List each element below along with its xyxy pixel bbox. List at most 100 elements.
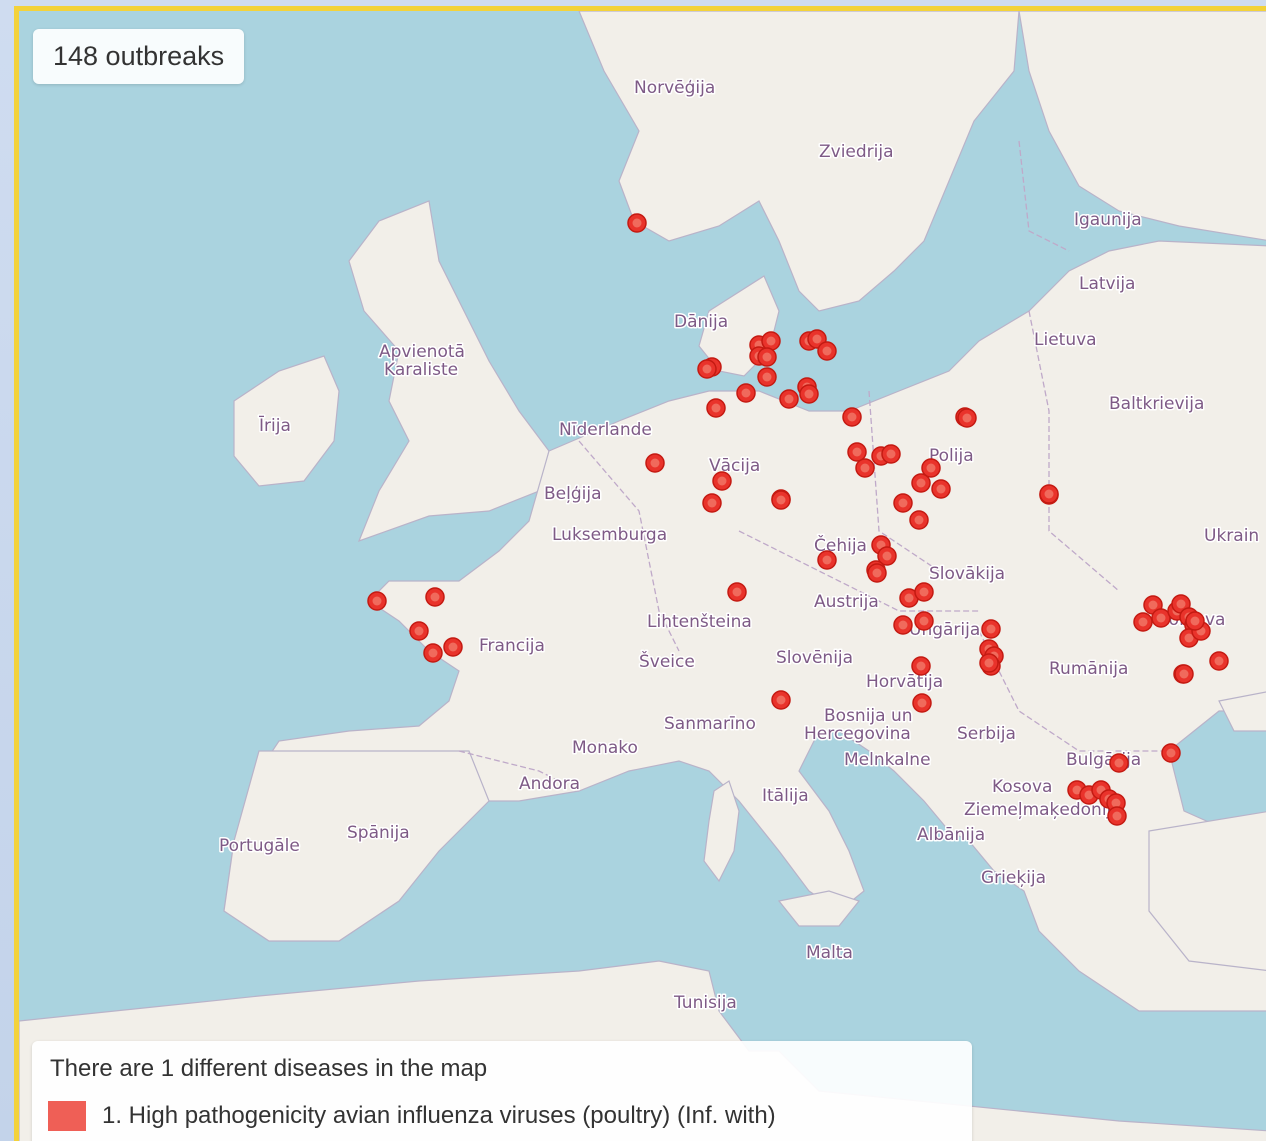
- outbreak-marker-core: [916, 478, 926, 488]
- outbreak-marker-core: [1214, 656, 1224, 666]
- outbreak-marker-core: [707, 498, 717, 508]
- label-italy: Itālija: [762, 786, 809, 806]
- outbreak-marker-core: [1044, 489, 1054, 499]
- outbreak-marker-core: [962, 413, 972, 423]
- outbreak-marker-core: [702, 364, 712, 374]
- outbreak-marker-core: [882, 551, 892, 561]
- outbreak-marker-core: [822, 555, 832, 565]
- outbreak-marker-core: [1148, 600, 1158, 610]
- outbreak-markers[interactable]: [367, 213, 1229, 826]
- label-liechtenstein: Lihtenšteina: [647, 612, 752, 632]
- outbreak-marker-core: [762, 372, 772, 382]
- label-sweden: Zviedrija: [819, 142, 894, 162]
- border-line: [578, 440, 680, 652]
- outbreak-marker-core: [904, 593, 914, 603]
- great-britain-landmass: [348, 200, 550, 543]
- label-romania: Rumānija: [1049, 659, 1128, 679]
- outbreak-marker-core: [919, 616, 929, 626]
- outbreak-marker-core: [1111, 798, 1121, 808]
- label-bosnia-line2: Hercegovina: [804, 724, 911, 744]
- label-serbia: Serbija: [957, 724, 1016, 744]
- outbreak-marker-core: [1072, 785, 1082, 795]
- border-line: [868, 390, 940, 572]
- label-monaco: Monako: [572, 738, 638, 758]
- label-belgium: Beļģija: [544, 484, 602, 504]
- outbreak-marker-core: [372, 596, 382, 606]
- map-canvas[interactable]: Norvēģija Zviedrija Igaunija Latvija Lie…: [19, 11, 1266, 1141]
- label-switzerland: Šveice: [639, 650, 695, 672]
- mainland-europe-landmass: [223, 240, 1266, 1012]
- border-line: [1018, 140, 1070, 252]
- label-spain: Spānija: [347, 823, 410, 843]
- outbreak-marker-core: [886, 449, 896, 459]
- legend-panel: There are 1 different diseases in the ma…: [32, 1041, 972, 1141]
- outbreak-marker-core: [812, 334, 822, 344]
- outbreak-marker-core: [936, 484, 946, 494]
- outbreak-marker-core: [732, 587, 742, 597]
- outbreak-marker-core: [766, 336, 776, 346]
- outbreak-marker-core: [1179, 669, 1189, 679]
- label-lithuania: Lietuva: [1034, 330, 1097, 350]
- outbreak-map[interactable]: Norvēģija Zviedrija Igaunija Latvija Lie…: [14, 6, 1266, 1141]
- label-croatia: Horvātija: [866, 672, 943, 692]
- outbreak-marker-core: [916, 661, 926, 671]
- label-malta: Malta: [806, 943, 853, 963]
- outbreak-marker-core: [984, 658, 994, 668]
- outbreak-marker-core: [414, 626, 424, 636]
- anatolia-landmass: [1148, 811, 1266, 971]
- outbreak-marker-core: [860, 463, 870, 473]
- label-tunisia: Tunisija: [673, 993, 737, 1013]
- border-line: [738, 530, 979, 612]
- outbreak-marker-core: [804, 389, 814, 399]
- outbreak-marker-core: [650, 458, 660, 468]
- label-slovenia: Slovēnija: [776, 648, 853, 668]
- scandinavia-landmass: [578, 11, 1020, 312]
- outbreak-marker-core: [898, 620, 908, 630]
- border-line: [1028, 310, 1120, 592]
- label-slovakia: Slovākija: [929, 564, 1005, 584]
- label-montenegro: Melnkalne: [844, 750, 931, 770]
- legend-item[interactable]: 1. High pathogenicity avian influenza vi…: [48, 1101, 776, 1131]
- outbreak-marker-core: [1190, 616, 1200, 626]
- label-portugal: Portugāle: [219, 836, 300, 856]
- outbreak-marker-core: [741, 388, 751, 398]
- label-bosnia-line1: Bosnija un: [824, 706, 913, 726]
- outbreak-marker-core: [914, 515, 924, 525]
- outbreak-marker-core: [1156, 613, 1166, 623]
- outbreak-marker-core: [430, 592, 440, 602]
- outbreak-count-text: 148 outbreaks: [53, 41, 225, 71]
- sardinia-corsica-landmass: [703, 780, 740, 883]
- outbreak-marker-core: [1112, 811, 1122, 821]
- ireland-landmass: [233, 355, 340, 487]
- outbreak-marker-core: [1084, 790, 1094, 800]
- label-estonia: Igaunija: [1074, 210, 1142, 230]
- outbreak-marker-core: [926, 463, 936, 473]
- label-latvia: Latvija: [1079, 274, 1135, 294]
- outbreak-marker-core: [919, 587, 929, 597]
- outbreak-marker-core: [776, 495, 786, 505]
- label-ireland: Īrija: [259, 414, 291, 436]
- outbreak-marker-core: [762, 352, 772, 362]
- label-luxembourg: Luksemburga: [552, 525, 667, 545]
- outbreak-marker-core: [847, 412, 857, 422]
- label-poland: Polija: [929, 446, 974, 466]
- outbreak-marker-core: [917, 698, 927, 708]
- label-france: Francija: [479, 636, 545, 656]
- finland-landmass: [1018, 11, 1266, 241]
- outbreak-marker-core: [776, 695, 786, 705]
- iberia-landmass: [223, 750, 490, 942]
- outbreak-marker-core: [1176, 599, 1186, 609]
- label-bulgaria: Bulgārija: [1066, 750, 1141, 770]
- label-uk-line1: Apvienotā: [379, 342, 465, 362]
- outbreak-marker-core: [986, 624, 996, 634]
- border-line: [458, 750, 580, 792]
- country-labels: Norvēģija Zviedrija Igaunija Latvija Lie…: [218, 77, 1261, 1015]
- legend-swatch: [48, 1101, 86, 1131]
- label-san-marino: Sanmarīno: [664, 714, 756, 734]
- outbreak-count-box: 148 outbreaks: [33, 29, 245, 84]
- label-netherlands: Nīderlande: [559, 420, 652, 440]
- label-denmark: Dānija: [674, 312, 728, 332]
- label-ukraine: Ukrain: [1204, 526, 1259, 546]
- label-norway: Norvēģija: [634, 78, 715, 98]
